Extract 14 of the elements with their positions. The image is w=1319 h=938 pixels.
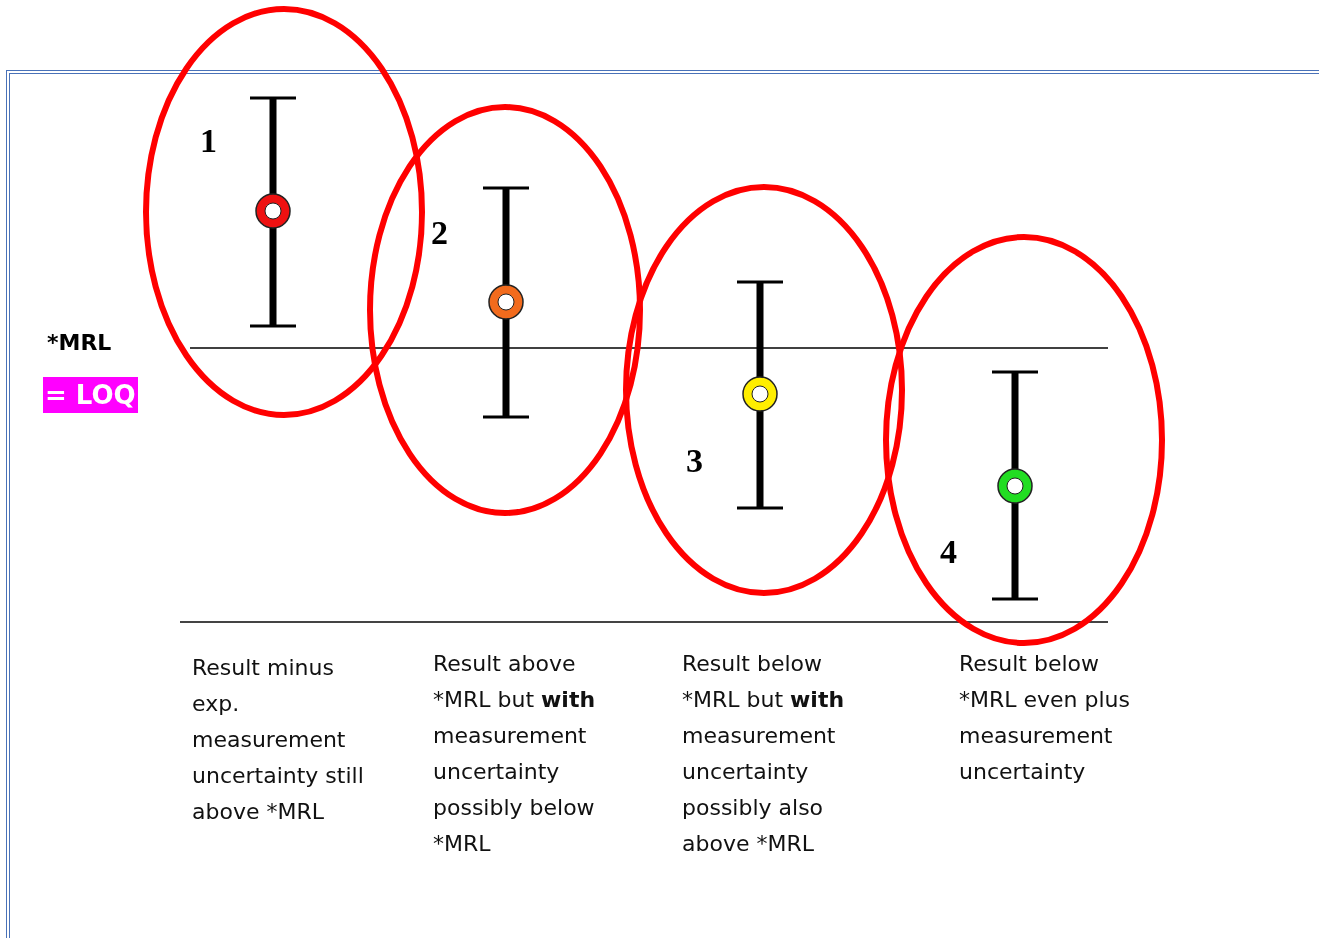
description-text: Result above *MRL but with measurement uncertainty possibly below *MRL: [433, 650, 597, 858]
ellipse-callout: [142, 5, 426, 419]
callout-number: 3: [686, 443, 703, 479]
description-text: Result below *MRL even plus measurement uncertainty: [959, 650, 1132, 786]
ellipse-callout: [366, 103, 644, 517]
ellipse-callout: [882, 233, 1166, 647]
callout-number: 2: [431, 215, 448, 251]
callout-number: 1: [200, 123, 217, 159]
ellipse-callout: [622, 183, 906, 597]
loq-label: = LOQ: [43, 377, 138, 413]
mrl-label: *MRL: [47, 330, 112, 355]
description-text: Result below *MRL but with measurement uncertainty possibly also above *MRL: [682, 650, 846, 858]
description-text: Result minus exp. measurement uncertainty still above *MRL: [192, 654, 365, 826]
callout-number: 4: [940, 534, 957, 570]
